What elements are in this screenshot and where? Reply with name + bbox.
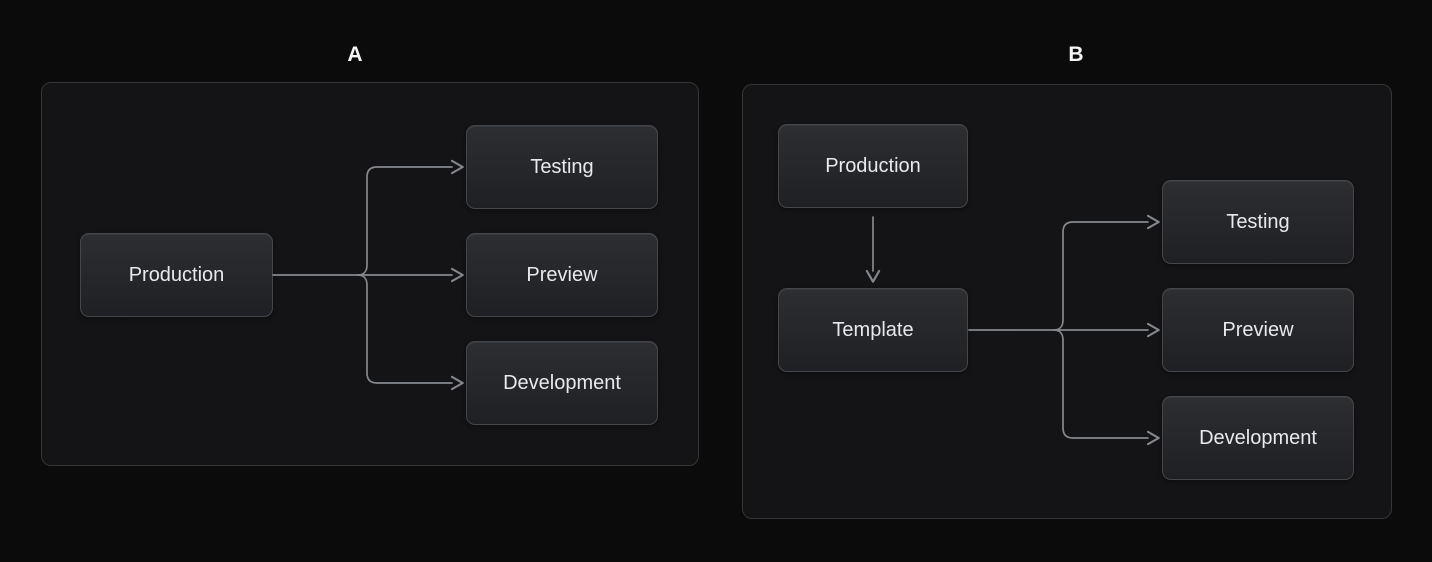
panel-a-label: A	[347, 43, 363, 66]
edge-template-development	[1053, 329, 1160, 446]
panel-b: Production Template Testing Preview Deve…	[742, 84, 1392, 519]
node-production: Production	[778, 124, 968, 208]
panel-a: Production Testing Preview Development	[41, 82, 699, 466]
node-testing: Testing	[1162, 180, 1354, 264]
node-development: Development	[466, 341, 658, 425]
panel-b-label: B	[1068, 43, 1084, 66]
edge-template-testing	[1053, 214, 1160, 331]
node-testing: Testing	[466, 125, 658, 209]
edge-production-testing	[357, 159, 464, 276]
node-preview: Preview	[466, 233, 658, 317]
node-template: Template	[778, 288, 968, 372]
node-preview: Preview	[1162, 288, 1354, 372]
edge-production-development	[357, 274, 464, 391]
node-production: Production	[80, 233, 273, 317]
node-development: Development	[1162, 396, 1354, 480]
